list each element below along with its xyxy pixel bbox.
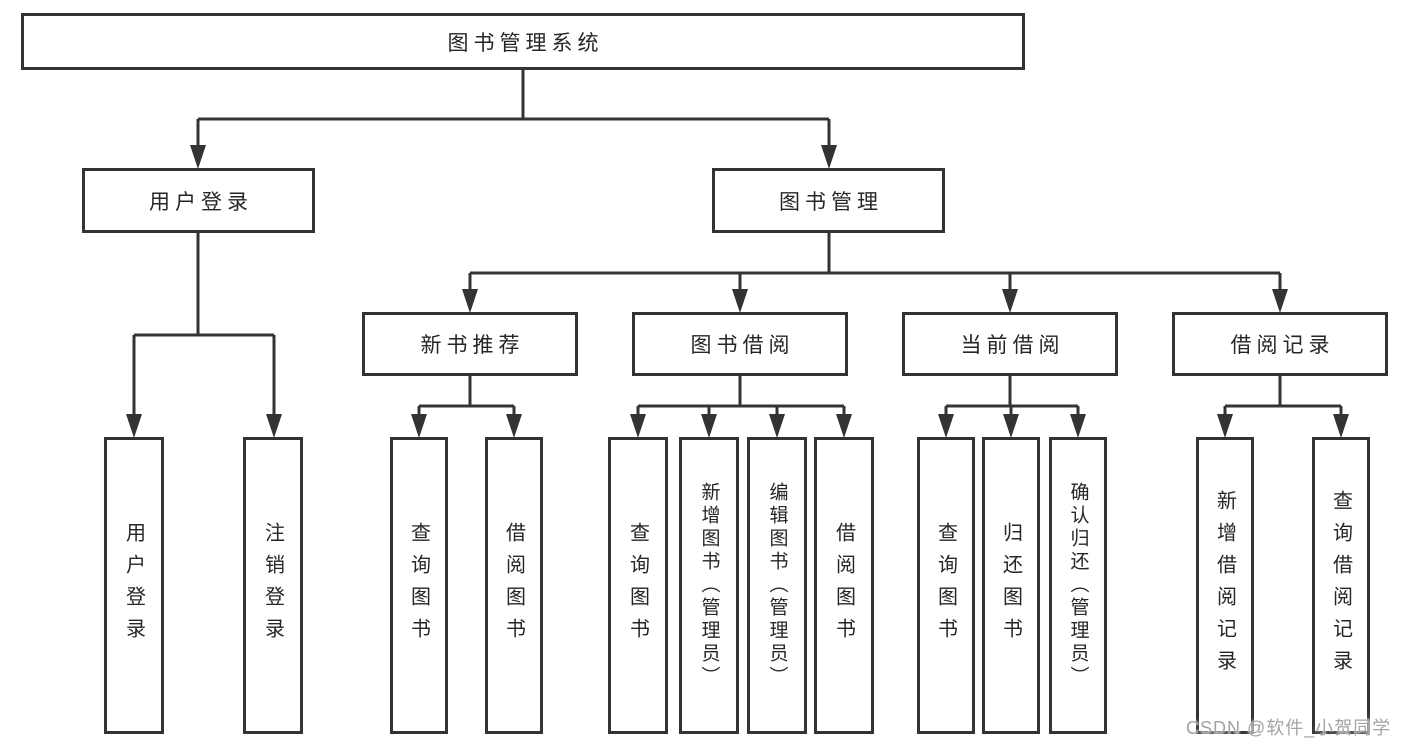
node-borrow-records: 借阅记录 <box>1172 312 1388 376</box>
arrow-down-icon <box>506 414 522 438</box>
arrow-down-icon <box>630 414 646 438</box>
connector-borrow-records-to-leaves <box>1223 376 1343 416</box>
arrow-down-icon <box>411 414 427 438</box>
connector-new-book-to-leaves <box>417 376 516 416</box>
arrow-down-icon <box>1070 414 1086 438</box>
leaf-borrow-books-recommend: 借阅图书 <box>485 437 543 734</box>
connector-user-login-to-leaves <box>132 233 276 416</box>
node-root-system: 图书管理系统 <box>21 13 1025 70</box>
leaf-query-books-borrow: 查询图书 <box>608 437 668 734</box>
arrow-down-icon <box>821 145 837 169</box>
node-book-borrow: 图书借阅 <box>632 312 848 376</box>
arrow-down-icon <box>836 414 852 438</box>
leaf-edit-books-admin: 编辑图书（管理员） <box>747 437 807 734</box>
arrow-down-icon <box>701 414 717 438</box>
connector-book-management-to-level3 <box>468 233 1282 291</box>
arrow-down-icon <box>126 414 142 438</box>
leaf-return-books: 归还图书 <box>982 437 1040 734</box>
arrowheads <box>126 145 1349 438</box>
leaf-add-borrow-record: 新增借阅记录 <box>1196 437 1254 734</box>
arrow-down-icon <box>1333 414 1349 438</box>
node-new-book-recommend: 新书推荐 <box>362 312 578 376</box>
arrow-down-icon <box>732 289 748 313</box>
arrow-down-icon <box>1002 289 1018 313</box>
arrow-down-icon <box>190 145 206 169</box>
leaf-query-books-recommend: 查询图书 <box>390 437 448 734</box>
arrow-down-icon <box>462 289 478 313</box>
leaf-query-borrow-record: 查询借阅记录 <box>1312 437 1370 734</box>
arrow-down-icon <box>1217 414 1233 438</box>
node-current-borrow: 当前借阅 <box>902 312 1118 376</box>
leaf-confirm-return-admin: 确认归还（管理员） <box>1049 437 1107 734</box>
arrow-down-icon <box>1272 289 1288 313</box>
connector-root-to-level2 <box>196 70 831 147</box>
arrow-down-icon <box>1003 414 1019 438</box>
arrow-down-icon <box>266 414 282 438</box>
leaf-query-books-current: 查询图书 <box>917 437 975 734</box>
leaf-logout: 注销登录 <box>243 437 303 734</box>
node-book-management: 图书管理 <box>712 168 945 233</box>
leaf-user-login: 用户登录 <box>104 437 164 734</box>
connector-current-borrow-to-leaves <box>944 376 1080 416</box>
leaf-add-books-admin: 新增图书（管理员） <box>679 437 739 734</box>
node-user-login: 用户登录 <box>82 168 315 233</box>
connector-book-borrow-to-leaves <box>636 376 846 416</box>
arrow-down-icon <box>769 414 785 438</box>
leaf-borrow-books: 借阅图书 <box>814 437 874 734</box>
watermark: CSDN @软件_小贺同学 <box>1186 718 1392 738</box>
arrow-down-icon <box>938 414 954 438</box>
